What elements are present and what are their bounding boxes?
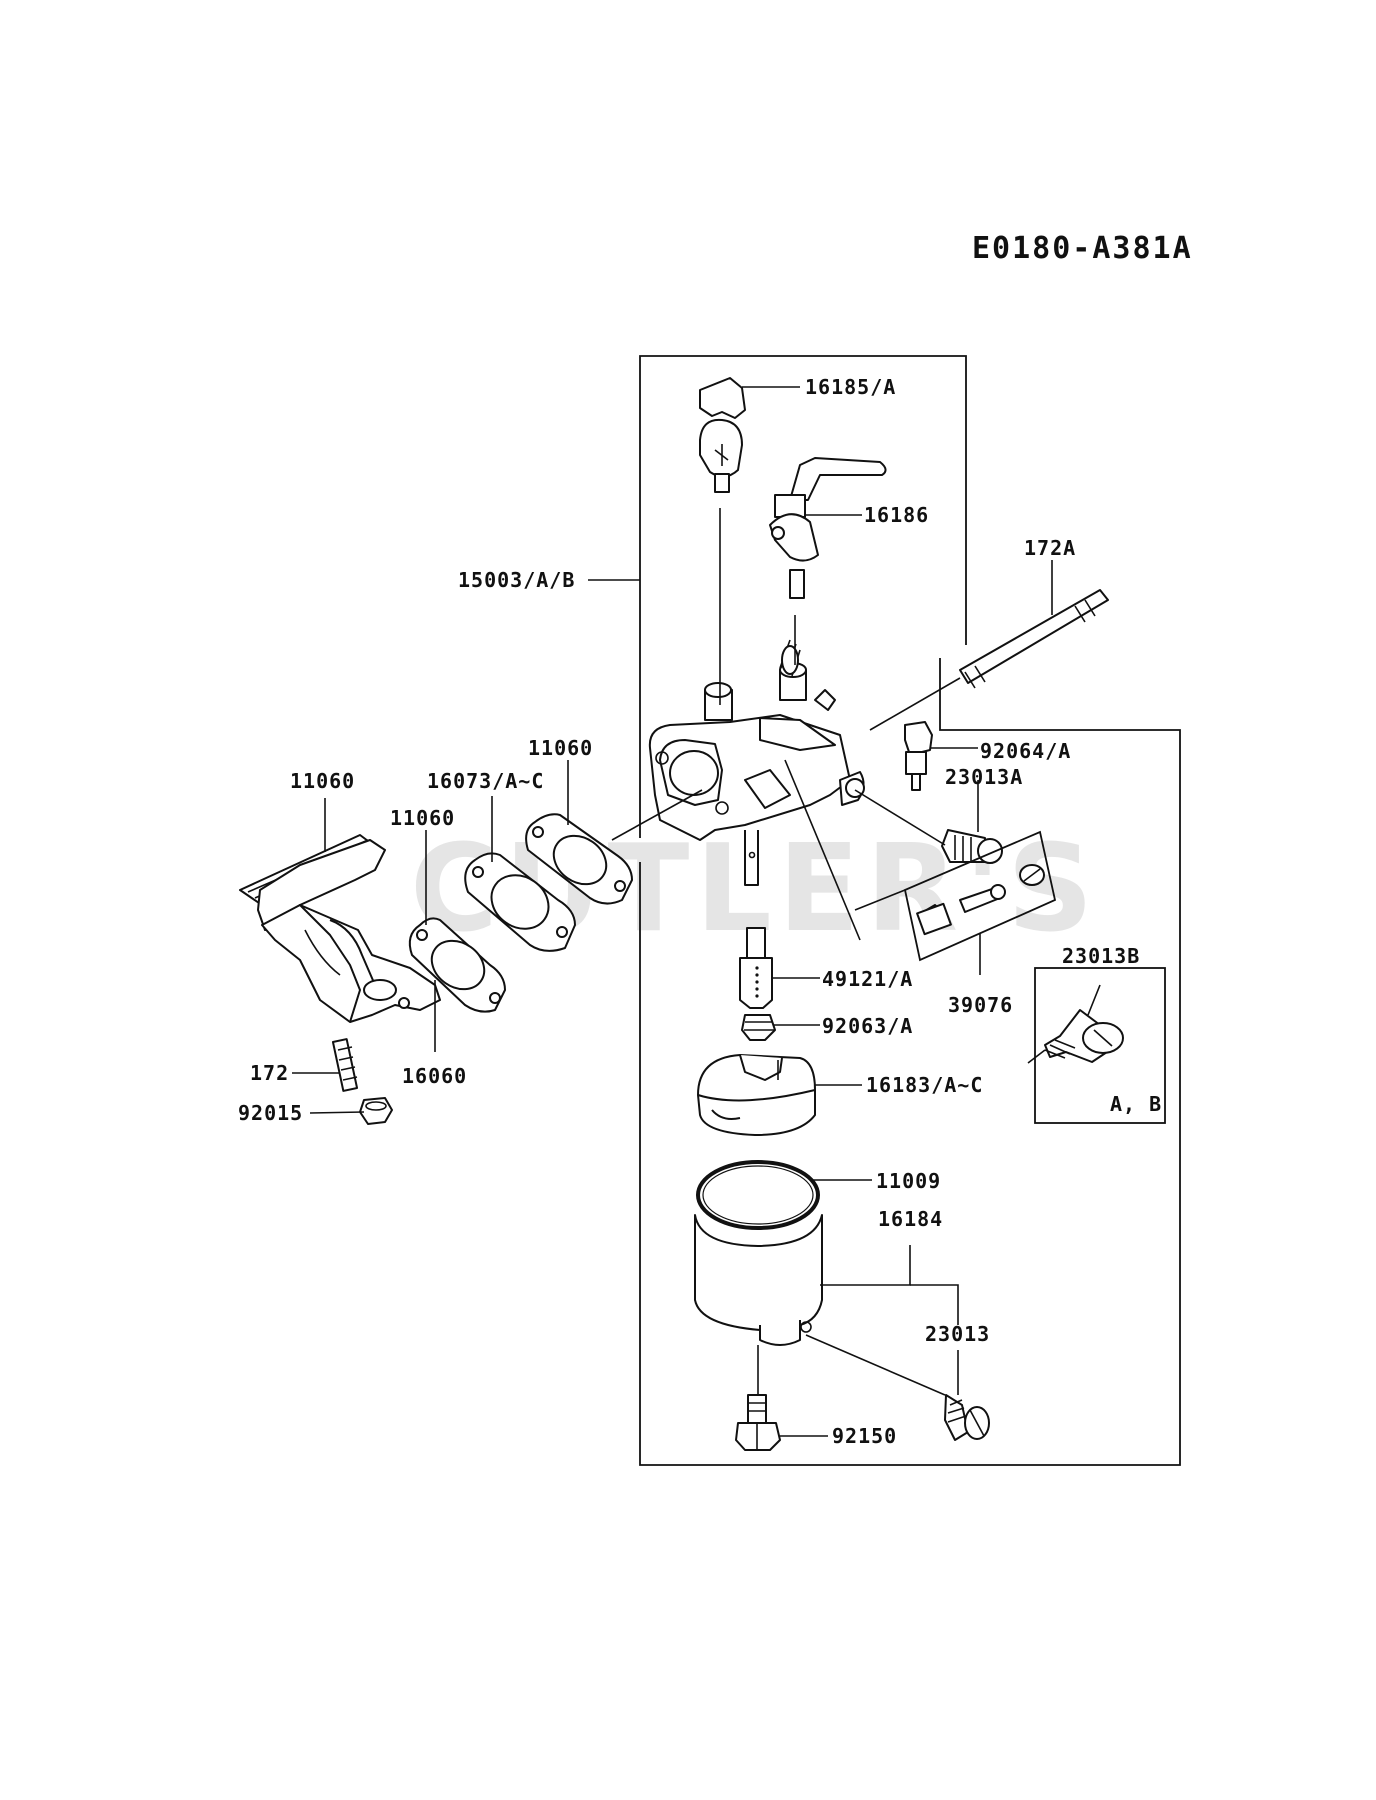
- label-92150: 92150: [832, 1424, 897, 1448]
- part-bowl-bolt: [735, 1394, 781, 1451]
- part-throttle-lever: [769, 457, 887, 599]
- label-92063: 92063/A: [822, 1014, 913, 1038]
- label-11060-top: 11060: [528, 736, 593, 760]
- part-gasket-11060-mid: [408, 917, 506, 1013]
- label-16060: 16060: [402, 1064, 467, 1088]
- part-main-jet: [741, 1014, 776, 1041]
- label-16184: 16184: [878, 1207, 943, 1231]
- label-16073: 16073/A~C: [427, 769, 544, 793]
- label-16183: 16183/A~C: [866, 1073, 983, 1097]
- label-11009: 11009: [876, 1169, 941, 1193]
- label-172a: 172A: [1024, 536, 1076, 560]
- assembly-frame: [639, 355, 1181, 1466]
- part-screw-23013a: [854, 789, 1003, 864]
- part-gasket-11060-top: [525, 813, 633, 905]
- part-screw-set-39076: [854, 830, 1057, 962]
- label-16186: 16186: [864, 503, 929, 527]
- part-float: [697, 1054, 816, 1136]
- part-insulator-16073: [464, 852, 576, 952]
- inset-box-23013b: [1027, 967, 1166, 1124]
- label-ab: A, B: [1110, 1092, 1162, 1116]
- label-23013: 23013: [925, 1322, 990, 1346]
- label-11060-left: 11060: [290, 769, 355, 793]
- diagram-code: E0180-A381A: [972, 231, 1193, 266]
- part-carburetor-body: [648, 639, 865, 886]
- label-39076: 39076: [948, 993, 1013, 1017]
- part-pilot-screw: [904, 721, 933, 791]
- label-16185: 16185/A: [805, 375, 896, 399]
- part-nut-92015: [359, 1097, 393, 1125]
- part-choke-lever: [699, 377, 746, 493]
- part-labels: 16185/A 16186 15003/A/B 172A 92064/A 230…: [238, 375, 1162, 1448]
- label-92064: 92064/A: [980, 739, 1071, 763]
- part-main-nozzle: [739, 927, 773, 1009]
- part-float-bowl: [694, 1214, 946, 1398]
- label-23013b: 23013B: [1062, 944, 1140, 968]
- part-intake-pipe: [257, 839, 441, 1023]
- label-49121: 49121/A: [822, 967, 913, 991]
- part-stud-172a: [869, 589, 1109, 731]
- label-92015: 92015: [238, 1101, 303, 1125]
- part-stud-172: [331, 1038, 359, 1092]
- leader-lines: [292, 386, 1053, 1437]
- part-drain-screw: [944, 1394, 990, 1441]
- label-11060-mid: 11060: [390, 806, 455, 830]
- label-172: 172: [250, 1061, 289, 1085]
- label-15003: 15003/A/B: [458, 568, 575, 592]
- part-bowl-gasket: [696, 1160, 820, 1230]
- label-23013a: 23013A: [945, 765, 1023, 789]
